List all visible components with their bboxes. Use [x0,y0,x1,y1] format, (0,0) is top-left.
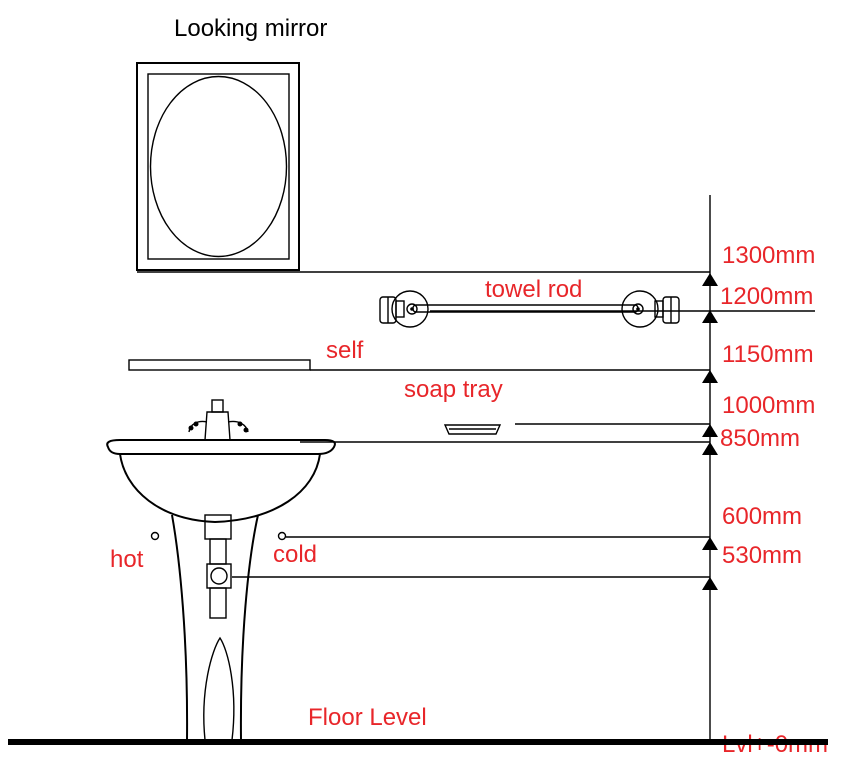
pedestal [171,514,259,741]
floor-line [8,739,828,745]
cold-label: cold [273,541,317,568]
arrow-1150 [702,370,718,383]
arrow-600 [702,537,718,550]
level-label-1300: 1300mm [722,242,815,269]
soap-tray-label: soap tray [404,376,503,403]
arrow-530 [702,577,718,590]
level-label-1000: 1000mm [722,392,815,419]
level-arrows [702,273,718,590]
arrow-1300 [702,273,718,286]
shelf [128,359,311,371]
floor-label: Floor Level [308,704,427,731]
level-label-850: 850mm [720,425,800,452]
mirror-title: Looking mirror [174,15,327,42]
mixer-tap [188,399,249,441]
level-label-1200: 1200mm [720,283,813,310]
waste-trap [204,514,232,619]
arrow-850 [702,442,718,455]
wash-basin [106,439,336,524]
cold-water-point [277,531,287,541]
towel-rod [379,290,680,328]
mirror [136,62,300,271]
towel-rod-label: towel rod [485,276,582,303]
soap-tray [443,424,502,435]
hot-water-point [150,531,160,541]
level-label-1150: 1150mm [722,341,814,368]
arrow-1000 [702,424,718,437]
shelf-label: self [326,337,364,364]
level-label-530: 530mm [722,542,802,569]
hot-label: hot [110,546,144,573]
level-label-600: 600mm [722,503,802,530]
arrow-1200 [702,310,718,323]
